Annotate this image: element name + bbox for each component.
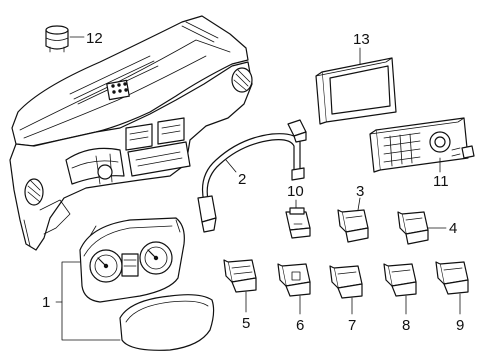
leader-3	[357, 197, 361, 211]
part-4-switch	[397, 211, 429, 245]
callout-11: 11	[433, 173, 449, 190]
callout-7: 7	[348, 317, 356, 334]
part-6-switch	[277, 263, 311, 297]
callout-1: 1	[42, 294, 50, 311]
part-8-switch	[383, 263, 417, 297]
leader-1	[61, 261, 121, 341]
part-3-switch	[337, 209, 369, 243]
part-9-switch	[435, 261, 469, 295]
callout-6: 6	[296, 317, 304, 334]
part-5-switch	[223, 259, 257, 293]
part-7-switch	[329, 265, 363, 299]
part-13-display	[315, 57, 397, 125]
callout-5: 5	[242, 315, 250, 332]
callout-13: 13	[353, 31, 370, 48]
part-10-switch	[285, 207, 311, 239]
part-1-cluster-lens	[119, 294, 215, 351]
part-1-instrument-cluster	[79, 217, 185, 303]
leader-2	[225, 159, 237, 173]
part-2-harness	[197, 119, 307, 233]
callout-4: 4	[449, 220, 457, 237]
callout-12: 12	[86, 30, 103, 47]
part-12-knob	[45, 25, 69, 53]
part-11-control-panel	[369, 117, 475, 173]
callout-10: 10	[287, 183, 304, 200]
callout-3: 3	[356, 183, 364, 200]
callout-2: 2	[238, 171, 246, 188]
instrument-panel	[9, 15, 253, 251]
callout-9: 9	[456, 317, 464, 334]
callout-8: 8	[402, 317, 410, 334]
